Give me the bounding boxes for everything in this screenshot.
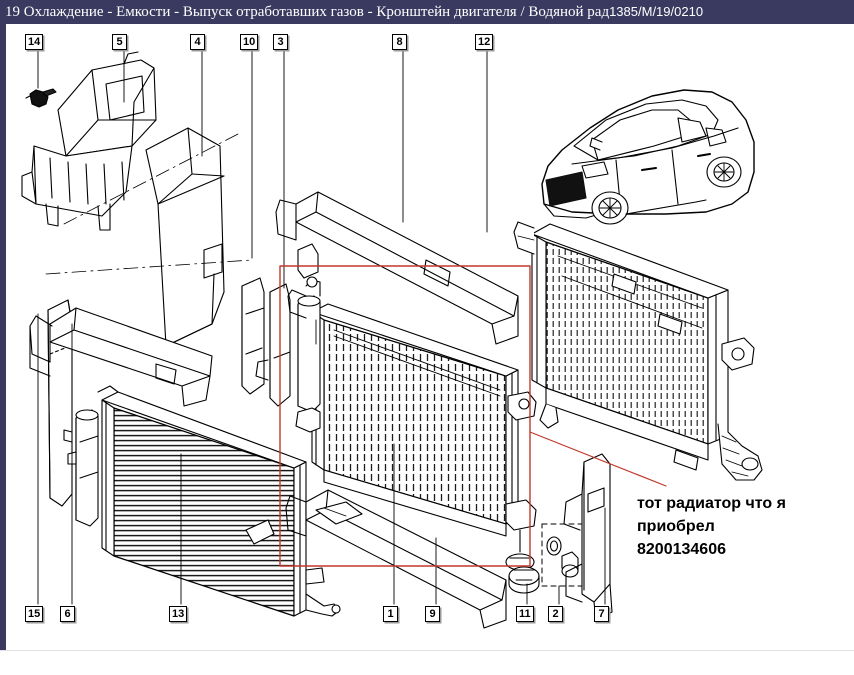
window-bottom-strip xyxy=(0,650,854,675)
window-title-text: 19 Охлаждение - Емкости - Выпуск отработ… xyxy=(5,4,610,20)
part-14-fastener xyxy=(25,88,57,108)
callout-7[interactable]: 7 xyxy=(594,606,609,622)
callout-6[interactable]: 6 xyxy=(60,606,75,622)
part-10-slim-bracket xyxy=(241,277,265,395)
callout-1[interactable]: 1 xyxy=(383,606,398,622)
window-title-bar: 19 Охлаждение - Емкости - Выпуск отработ… xyxy=(0,0,854,24)
part-11-grommet xyxy=(508,566,540,594)
callout-11[interactable]: 11 xyxy=(516,606,534,622)
callout-5[interactable]: 5 xyxy=(112,34,127,50)
part-12-main-radiator xyxy=(513,221,763,481)
part-center-radiator-highlighted xyxy=(287,276,537,571)
reference-axis-lines xyxy=(45,133,253,275)
callout-10[interactable]: 10 xyxy=(240,34,259,50)
callout-2[interactable]: 2 xyxy=(548,606,563,622)
callout-8[interactable]: 8 xyxy=(392,34,407,50)
part-4-shroud-panel xyxy=(145,127,225,347)
exploded-parts-drawing xyxy=(21,49,763,629)
leader-lines-bottom xyxy=(37,313,606,605)
part-8-upper-rail xyxy=(275,191,519,345)
callout-15[interactable]: 15 xyxy=(25,606,44,622)
highlight-annotation-marker xyxy=(279,265,667,567)
callout-9[interactable]: 9 xyxy=(425,606,440,622)
vehicle-illustration xyxy=(541,89,755,225)
callout-12[interactable]: 12 xyxy=(475,34,494,50)
callout-3[interactable]: 3 xyxy=(273,34,288,50)
user-annotation-text: тот радиатор что я приобрел 8200134606 xyxy=(637,495,786,558)
window-title-reference: 1385/M/19/0210 xyxy=(609,4,704,19)
window-left-rail xyxy=(0,24,6,650)
callout-4[interactable]: 4 xyxy=(190,34,205,50)
part-9-lower-cross-member xyxy=(245,489,507,629)
part-5-air-duct xyxy=(21,51,157,231)
leader-lines-top xyxy=(37,49,488,289)
part-6-cross-beam xyxy=(29,307,213,407)
diagram-canvas[interactable] xyxy=(6,24,854,650)
callout-13[interactable]: 13 xyxy=(169,606,188,622)
callout-14[interactable]: 14 xyxy=(25,34,44,50)
